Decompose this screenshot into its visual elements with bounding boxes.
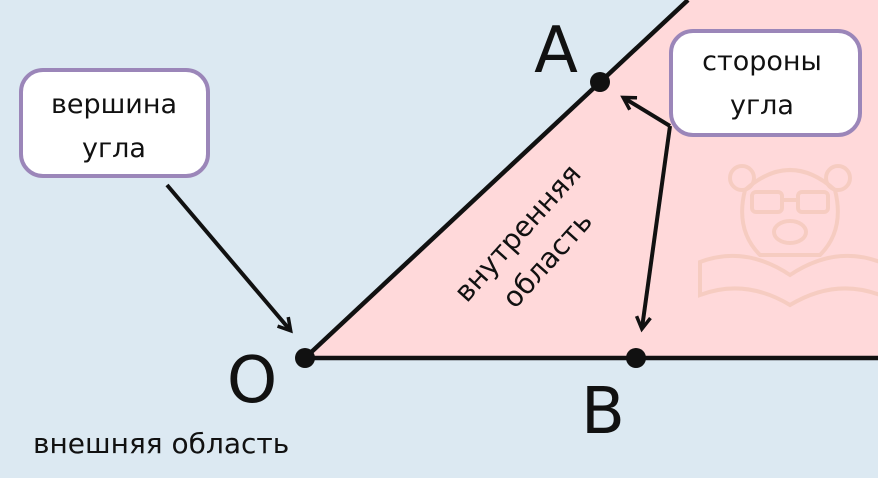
sides-arrow-to-b bbox=[634, 125, 672, 333]
sides-callout-line2: угла bbox=[730, 90, 794, 121]
vertex-callout-line1: вершина bbox=[51, 89, 177, 120]
vertex-callout bbox=[19, 68, 210, 178]
sides-callout-line1: стороны bbox=[702, 46, 822, 77]
label-b: B bbox=[581, 375, 625, 449]
exterior-label: внешняя область bbox=[33, 427, 289, 460]
label-a: A bbox=[534, 14, 578, 88]
point-o bbox=[295, 348, 315, 368]
point-b bbox=[626, 348, 646, 368]
vertex-callout-line2: угла bbox=[82, 133, 146, 164]
label-o: O bbox=[227, 344, 277, 418]
vertex-arrow bbox=[165, 183, 293, 334]
ray-oa bbox=[303, 0, 690, 360]
sides-arrow-to-a bbox=[620, 95, 672, 128]
bear-book-logo-icon bbox=[698, 164, 878, 308]
point-a bbox=[590, 72, 610, 92]
sides-callout bbox=[669, 29, 862, 137]
